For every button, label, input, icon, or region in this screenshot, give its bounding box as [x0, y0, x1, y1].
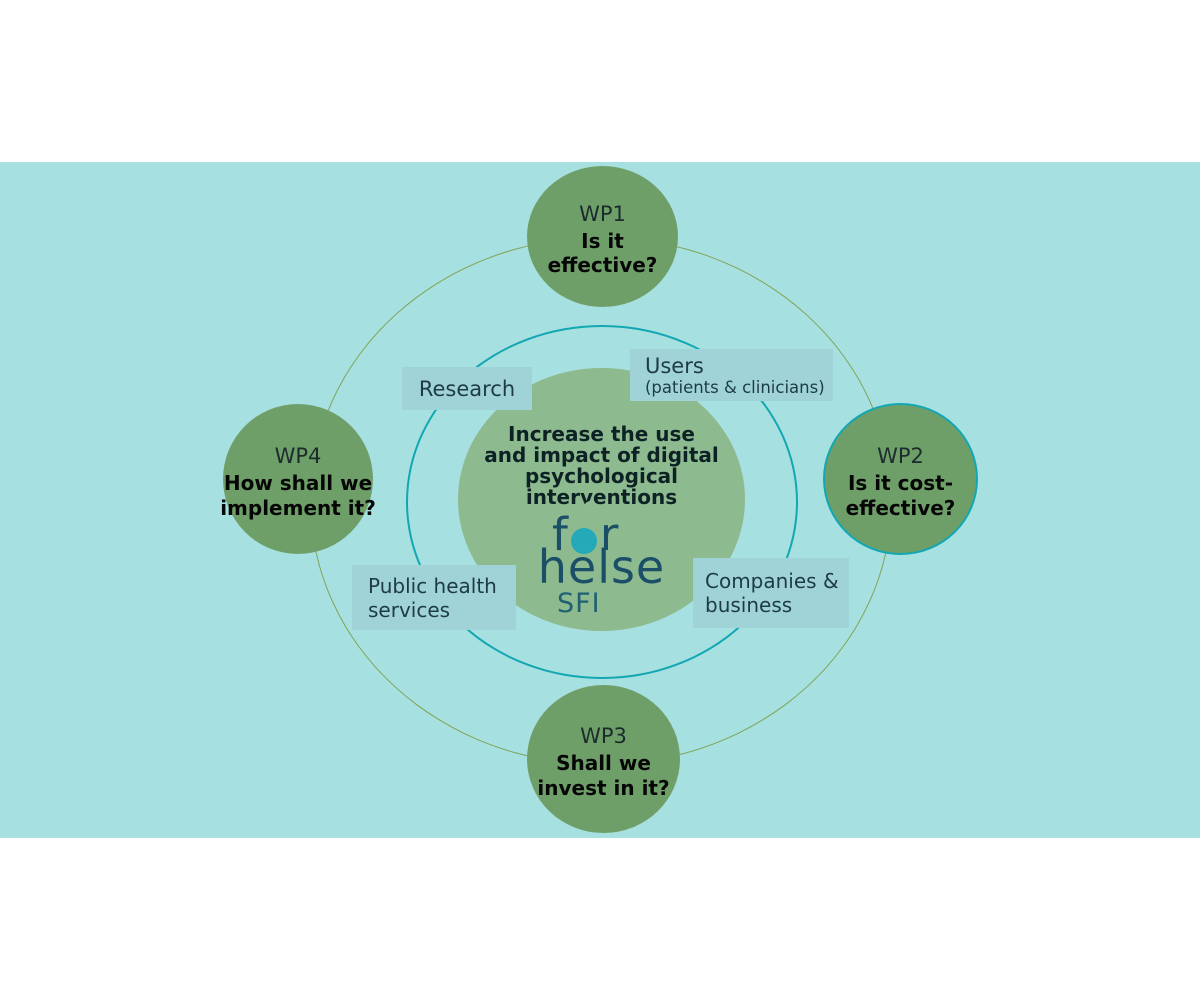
wp4-label: WP4	[274, 444, 322, 469]
goal-statement: Increase the use and impact of digital p…	[448, 424, 755, 508]
wp1-question: Is it effective?	[547, 228, 658, 277]
users-sublabel: (patients & clinicians)	[645, 377, 825, 397]
companies-business-box: Companies & business	[693, 558, 849, 628]
logo-o-circle-icon	[570, 528, 597, 554]
public-health-line2: services	[368, 597, 451, 622]
wp3-label: WP3	[580, 724, 627, 749]
public-health-line1: Public health	[368, 573, 497, 598]
wp3-circle: WP3 Shall we invest in it?	[527, 685, 680, 833]
wp3-question: Shall we invest in it?	[537, 751, 670, 800]
wp4-circle: WP4 How shall we implement it?	[220, 404, 376, 554]
wp1-circle: WP1 Is it effective?	[527, 166, 678, 307]
users-label: Users	[645, 353, 704, 378]
users-box: Users (patients & clinicians)	[630, 349, 833, 401]
logo-word-helse: helse	[537, 540, 666, 594]
logo-letter-r: r	[599, 508, 619, 561]
logo-accent-dot-icon	[584, 501, 597, 514]
inner-orbit-ring	[406, 325, 798, 679]
research-label: Research	[418, 376, 516, 401]
logo-letter-f: f	[552, 508, 568, 561]
public-health-services-box: Public health services	[352, 565, 516, 630]
wp2-label: WP2	[877, 444, 924, 469]
goal-line-3: psychological interventions	[524, 464, 679, 509]
goal-line-2: and impact of digital	[484, 443, 719, 467]
logo-word-for: f r	[552, 501, 619, 561]
wp1-label: WP1	[579, 201, 626, 226]
research-box: Research	[402, 367, 532, 410]
companies-line2: business	[705, 593, 793, 617]
wp2-question: Is it cost-effective?	[845, 471, 956, 520]
goal-line-1: Increase the use	[508, 422, 695, 446]
logo-word-sfi: SFI	[557, 588, 601, 619]
wp2-circle: WP2 Is it cost-effective?	[823, 403, 978, 555]
companies-line1: Companies &	[705, 569, 839, 593]
wp4-question: How shall we implement it?	[220, 471, 376, 520]
